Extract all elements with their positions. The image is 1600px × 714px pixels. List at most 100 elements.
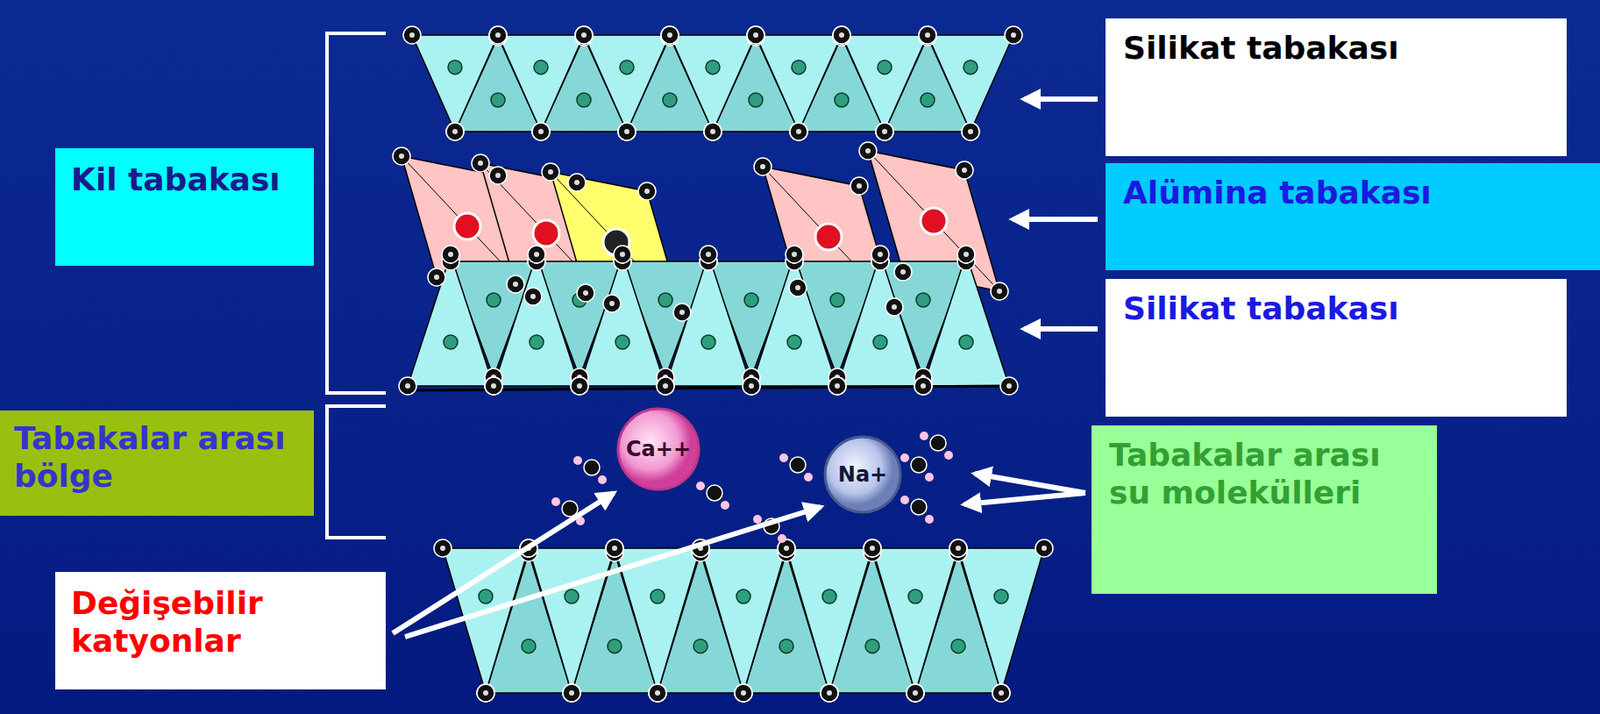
oxygen-atom <box>613 245 632 264</box>
oxygen-atom <box>489 26 507 44</box>
silicon-atom <box>658 292 673 307</box>
oxygen-atom <box>863 539 882 557</box>
silicon-atom <box>963 60 978 75</box>
tetrahedron <box>493 254 580 386</box>
oxygen-atom <box>961 122 980 141</box>
silicon-atom <box>822 589 837 604</box>
tetrahedron <box>841 35 928 132</box>
oxygen-atom <box>885 298 904 316</box>
silicon-atom <box>490 92 505 107</box>
label-box: Kil tabakası <box>55 148 314 266</box>
tetrahedron <box>412 35 498 132</box>
pointer-arrows <box>392 99 1098 637</box>
silicon-atom <box>748 92 763 107</box>
box-label: Tabakalar arası bölge <box>14 419 300 495</box>
box-label: Alümina tabakası <box>1123 173 1583 212</box>
oxygen-atom <box>1004 26 1023 44</box>
oxygen-atom <box>992 683 1010 702</box>
oxygen-atom <box>661 26 679 44</box>
silicon-atom <box>951 639 966 654</box>
oxygen-atom <box>961 122 980 141</box>
silicon-atom <box>564 589 579 604</box>
oxygen-atom <box>506 275 525 293</box>
oxygen-atom <box>906 683 925 702</box>
oxygen-atom <box>618 122 636 141</box>
interlayer-bracket <box>327 405 386 538</box>
oxygen-atom <box>575 26 593 44</box>
oxygen-atom <box>789 122 808 141</box>
label-box: Tabakalar arası su molekülleri <box>1091 425 1437 594</box>
clay-layers <box>392 26 1053 702</box>
oxygen-atom <box>828 376 847 395</box>
metal-atom <box>454 213 481 240</box>
oxygen-atom <box>441 245 460 264</box>
pointer-arrow <box>964 492 1086 505</box>
tetrahedron <box>497 35 584 132</box>
silicon-atom <box>486 292 501 307</box>
box-label: Kil tabakası <box>71 160 299 199</box>
pointer-arrow <box>974 473 1086 493</box>
oxygen-atom <box>562 683 581 702</box>
oxygen-atom <box>605 539 624 557</box>
oxygen-atom <box>785 245 804 264</box>
label-box: Silikat tabakası <box>1105 18 1567 157</box>
oxygen-atom <box>828 376 847 395</box>
oxygen-atom <box>524 287 542 306</box>
silicon-atom <box>443 334 458 349</box>
tetrahedron <box>751 254 838 386</box>
oxygen-atom <box>906 683 925 702</box>
oxygen-atom <box>392 147 411 165</box>
water-molecule <box>696 481 730 510</box>
silicon-atom <box>705 60 720 75</box>
oxygen-atom <box>603 294 621 313</box>
oxygen-atom <box>648 683 667 702</box>
oxygen-atom <box>656 376 675 395</box>
oxygen-atom <box>562 683 581 702</box>
oxygen-atom <box>648 683 667 702</box>
oxygen-atom <box>562 683 581 702</box>
oxygen-atom <box>949 539 968 557</box>
silicon-atom <box>877 60 892 75</box>
oxygen-atom <box>427 268 446 286</box>
silicon-atom <box>576 92 591 107</box>
oxygen-atom <box>704 122 722 141</box>
oxygen-atom <box>875 122 894 141</box>
oxygen-atom <box>484 376 503 395</box>
oxygen-atom <box>489 26 507 44</box>
oxygen-atom <box>433 539 452 557</box>
oxygen-atom <box>570 376 589 395</box>
oxygen-atom <box>704 122 722 141</box>
silicon-atom <box>650 589 665 604</box>
oxygen-atom <box>820 683 839 702</box>
oxygen-atom <box>742 376 761 395</box>
pointer-arrow <box>392 492 614 633</box>
silicon-atom <box>908 589 923 604</box>
oxygen-atom <box>648 683 667 702</box>
oxygen-atom <box>734 683 753 702</box>
tetrahedron <box>927 35 1014 132</box>
pointer-arrow <box>1024 96 1098 102</box>
tetrahedron <box>958 547 1045 693</box>
silicon-atom <box>873 334 888 349</box>
oxygen-atom <box>576 284 595 302</box>
oxygen-atom <box>398 376 417 395</box>
water-molecule <box>779 453 813 482</box>
label-box: Alümina tabakası <box>1105 163 1600 271</box>
oxygen-atom <box>1000 376 1018 395</box>
tetrahedron <box>528 547 615 693</box>
silicon-atom <box>693 639 708 654</box>
oxygen-atom <box>568 173 586 192</box>
metal-atom <box>815 223 842 250</box>
oxygen-atom <box>489 166 507 185</box>
box-label: Silikat tabakası <box>1123 289 1550 328</box>
ion-label: Ca++ <box>625 438 691 460</box>
silicon-atom <box>959 334 974 349</box>
oxygen-atom <box>699 245 718 264</box>
oxygen-atom <box>618 122 636 141</box>
metal-atom <box>533 220 560 247</box>
oxygen-atom <box>894 263 912 281</box>
oxygen-atom <box>992 683 1010 702</box>
oxygen-atom <box>638 182 656 200</box>
silicon-atom <box>834 92 849 107</box>
